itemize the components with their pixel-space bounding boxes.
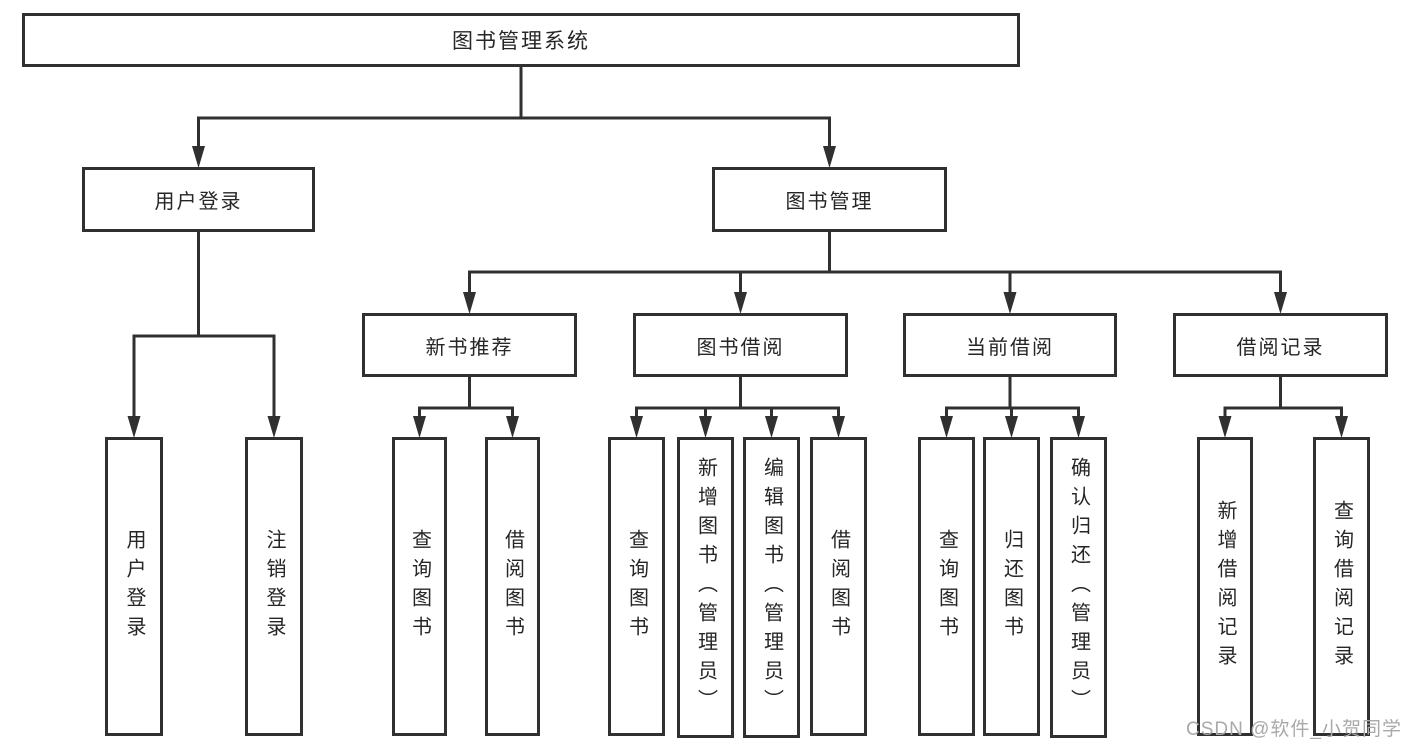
leaf-borrow-books-2: 借阅图书 [810,437,867,736]
node-book-borrow: 图书借阅 [633,313,848,377]
node-current-borrow: 当前借阅 [903,313,1117,377]
leaf-query-books-3: 查询图书 [918,437,975,736]
leaf-query-books-2: 查询图书 [608,437,665,736]
node-label: 图书借阅 [696,336,785,359]
node-label: 确认归还（管理员） [1067,457,1090,718]
node-library-system: 图书管理系统 [22,13,1020,67]
leaf-add-books-admin: 新增图书（管理员） [677,437,734,738]
leaf-logout: 注销登录 [245,437,303,736]
node-label: 查询图书 [408,528,431,645]
node-book-management: 图书管理 [712,167,947,232]
node-label: 新书推荐 [425,336,514,359]
leaf-edit-books-admin: 编辑图书（管理员） [743,437,800,738]
leaf-query-borrow-record: 查询借阅记录 [1313,437,1370,736]
leaf-return-books: 归还图书 [983,437,1040,736]
leaf-add-borrow-record: 新增借阅记录 [1197,437,1253,736]
node-label: 新增借阅记录 [1214,499,1236,674]
node-label: 编辑图书（管理员） [760,457,783,718]
leaf-borrow-books: 借阅图书 [485,437,540,736]
node-label: 查询图书 [625,528,648,645]
node-label: 用户登录 [154,191,243,213]
node-label: 用户登录 [123,528,145,645]
node-label: 图书管理 [785,191,874,213]
node-label: 借阅记录 [1236,336,1325,359]
node-user-login: 用户登录 [82,167,315,232]
watermark-text: CSDN @软件_小贺同学 [1186,719,1402,740]
leaf-user-login: 用户登录 [105,437,163,736]
node-borrow-records: 借阅记录 [1173,313,1388,377]
node-label: 查询图书 [935,528,958,645]
node-label: 注销登录 [263,528,285,645]
node-label: 查询借阅记录 [1330,499,1353,674]
node-label: 借阅图书 [827,528,850,645]
node-new-book-recommend: 新书推荐 [362,313,577,377]
leaf-query-books: 查询图书 [392,437,447,736]
node-label: 归还图书 [1000,528,1023,645]
node-label: 借阅图书 [501,528,524,645]
leaf-confirm-return-admin: 确认归还（管理员） [1050,437,1107,738]
node-label: 当前借阅 [966,336,1054,359]
node-label: 图书管理系统 [452,30,590,53]
node-label: 新增图书（管理员） [694,457,717,718]
